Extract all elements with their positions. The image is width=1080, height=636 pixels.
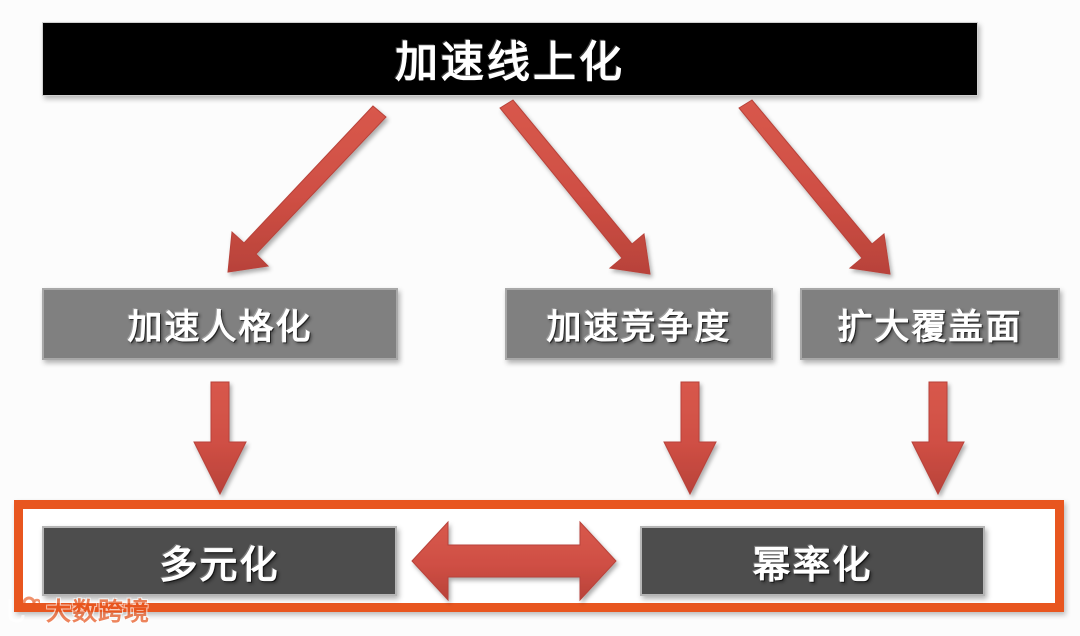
diagonal-arrow-left [227, 105, 387, 273]
vertical-arrow-center [663, 381, 717, 496]
mid-box-label: 加速人格化 [127, 307, 313, 347]
mid-box-expand-coverage: 扩大覆盖面 [800, 288, 1060, 360]
bottom-box-label: 多元化 [159, 544, 280, 587]
dashu-kuajing-logo-icon [6, 595, 42, 625]
title-box: 加速线上化 [42, 22, 978, 96]
vertical-arrow-left [193, 381, 247, 496]
mid-box-accelerate-competition: 加速竞争度 [505, 288, 773, 360]
mid-box-label: 扩大覆盖面 [837, 307, 1023, 347]
vertical-arrow-right [911, 381, 965, 496]
title-box-label: 加速线上化 [395, 39, 625, 87]
bottom-box-label: 幂率化 [752, 544, 873, 587]
bottom-box-diversification: 多元化 [42, 526, 397, 596]
diagonal-arrow-right [738, 99, 891, 275]
watermark-text: 大数跨境 [46, 598, 151, 626]
mid-box-accelerate-personalization: 加速人格化 [42, 288, 398, 360]
bottom-box-power-law: 幂率化 [640, 526, 985, 596]
diagonal-arrow-center [499, 99, 651, 275]
mid-box-label: 加速竞争度 [546, 307, 732, 347]
watermark: 大数跨境 [6, 592, 150, 628]
